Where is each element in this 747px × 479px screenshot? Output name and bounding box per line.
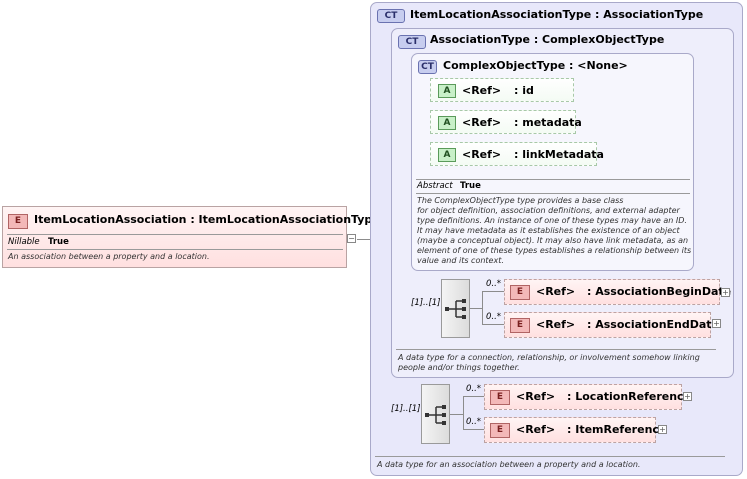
complex-type-icon: CT bbox=[377, 9, 405, 23]
complex-object-type-title: ComplexObjectType : <None> bbox=[443, 59, 628, 72]
divider bbox=[7, 234, 343, 235]
root-element-box[interactable]: E ItemLocationAssociation : ItemLocation… bbox=[2, 206, 380, 268]
element-tag-icon: E bbox=[510, 285, 530, 300]
complex-object-description-line: It may have metadata as it establishes t… bbox=[417, 226, 680, 235]
sequence-cardinality: [1]..[1] bbox=[391, 404, 421, 414]
seq-branch-1 bbox=[463, 396, 484, 397]
sequence-compositor[interactable] bbox=[421, 384, 450, 444]
item-location-type-description: A data type for an association between a… bbox=[377, 460, 641, 469]
association-type-title: AssociationType : ComplexObjectType bbox=[430, 33, 665, 46]
attribute-ref: <Ref> bbox=[462, 84, 502, 97]
divider bbox=[416, 179, 690, 180]
occurs-label: 0..* bbox=[486, 279, 502, 289]
occurs-label: 0..* bbox=[486, 312, 502, 322]
sequence-cardinality: [1]..[1] bbox=[411, 298, 441, 308]
occurs-label: 0..* bbox=[466, 384, 482, 394]
seq-branch-v bbox=[482, 291, 483, 324]
seq-branch-h bbox=[450, 414, 463, 415]
element-ref: <Ref> bbox=[536, 285, 576, 298]
element-association-begin-date[interactable]: E <Ref> : AssociationBeginDate bbox=[504, 279, 731, 305]
attribute-tag-icon: A bbox=[438, 116, 456, 130]
sequence-icon bbox=[445, 299, 466, 319]
divider bbox=[375, 456, 725, 457]
complex-type-icon: CT bbox=[398, 35, 426, 49]
divider bbox=[416, 193, 690, 194]
element-ref: <Ref> bbox=[516, 423, 556, 436]
expand-toggle[interactable]: + bbox=[658, 425, 667, 434]
element-name: : AssociationBeginDate bbox=[587, 285, 732, 298]
element-association-end-date[interactable]: E <Ref> : AssociationEndDate bbox=[504, 312, 719, 338]
nillable-label: Nillable bbox=[8, 237, 40, 247]
seq-branch-v bbox=[463, 396, 464, 429]
element-tag-icon: E bbox=[490, 423, 510, 438]
element-name: : ItemReference bbox=[567, 423, 667, 436]
attribute-link-metadata[interactable]: A <Ref> : linkMetadata bbox=[430, 142, 604, 166]
element-item-reference[interactable]: E <Ref> : ItemReference bbox=[484, 417, 666, 443]
attribute-name: : id bbox=[514, 84, 534, 97]
abstract-value: True bbox=[460, 181, 481, 191]
seq-branch-h bbox=[470, 308, 482, 309]
nillable-value: True bbox=[48, 237, 69, 247]
attribute-metadata[interactable]: A <Ref> : metadata bbox=[430, 110, 582, 134]
complex-object-description-line: The ComplexObjectType type provides a ba… bbox=[417, 196, 624, 205]
attribute-tag-icon: A bbox=[438, 84, 456, 98]
association-type-description-line: A data type for a connection, relationsh… bbox=[398, 353, 700, 362]
divider bbox=[396, 349, 716, 350]
attribute-ref: <Ref> bbox=[462, 116, 502, 129]
sequence-icon bbox=[425, 405, 446, 425]
expand-toggle[interactable]: + bbox=[721, 288, 730, 297]
divider bbox=[7, 249, 343, 250]
root-element-description: An association between a property and a … bbox=[8, 252, 210, 261]
attribute-name: : linkMetadata bbox=[514, 148, 604, 161]
attribute-name: : metadata bbox=[514, 116, 582, 129]
element-ref: <Ref> bbox=[536, 318, 576, 331]
element-location-reference[interactable]: E <Ref> : LocationReference bbox=[484, 384, 691, 410]
attribute-tag-icon: A bbox=[438, 148, 456, 162]
complex-type-icon: CT bbox=[418, 60, 437, 74]
attribute-ref: <Ref> bbox=[462, 148, 502, 161]
expand-toggle[interactable]: + bbox=[683, 392, 692, 401]
attribute-id[interactable]: A <Ref> : id bbox=[430, 78, 574, 102]
element-name: : LocationReference bbox=[567, 390, 692, 403]
complex-object-description-line: element of one of these types establishe… bbox=[417, 246, 692, 255]
seq-branch-1 bbox=[482, 291, 504, 292]
occurs-label: 0..* bbox=[466, 417, 482, 427]
expand-toggle[interactable]: + bbox=[712, 319, 721, 328]
element-ref: <Ref> bbox=[516, 390, 556, 403]
item-location-type-title: ItemLocationAssociationType : Associatio… bbox=[410, 8, 704, 21]
seq-branch-2 bbox=[463, 429, 484, 430]
element-tag-icon: E bbox=[510, 318, 530, 333]
complex-object-description-line: value and its context. bbox=[417, 256, 504, 265]
sequence-compositor[interactable] bbox=[441, 279, 470, 338]
collapse-toggle[interactable]: − bbox=[347, 234, 356, 243]
root-element-title: ItemLocationAssociation : ItemLocationAs… bbox=[34, 213, 380, 226]
complex-object-description-line: type definitions. An instance of one of … bbox=[417, 216, 687, 225]
element-name: : AssociationEndDate bbox=[587, 318, 720, 331]
connector-root-h bbox=[357, 239, 380, 240]
element-tag-icon: E bbox=[490, 390, 510, 405]
element-tag-icon: E bbox=[8, 214, 28, 229]
complex-object-description-line: for object definition, association defin… bbox=[417, 206, 680, 215]
complex-object-description-line: (maybe a conceptual object). It may also… bbox=[417, 236, 689, 245]
abstract-label: Abstract bbox=[417, 181, 453, 191]
association-type-description-line: people and/or things together. bbox=[398, 363, 520, 372]
seq-branch-2 bbox=[482, 324, 504, 325]
